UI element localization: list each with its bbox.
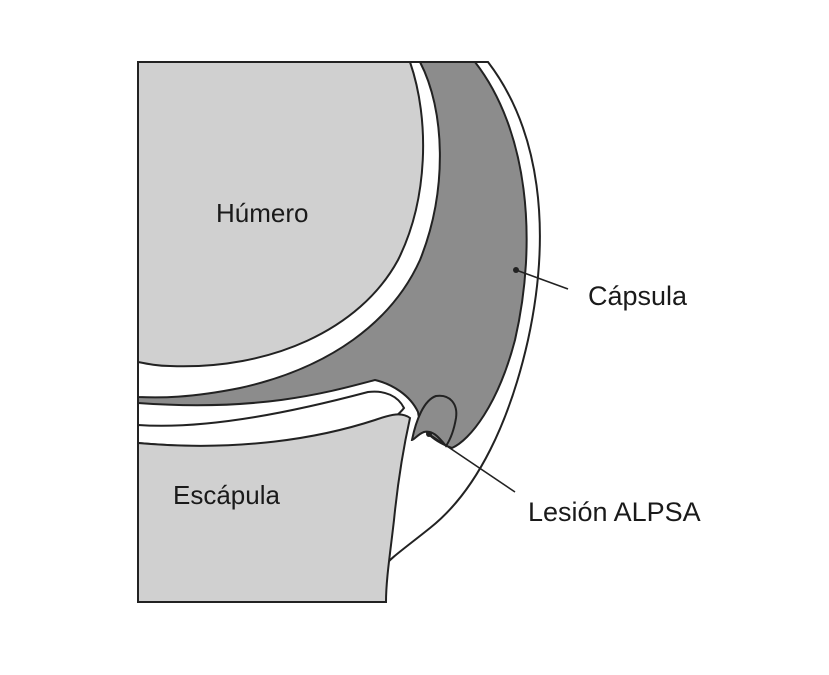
alpsa-lesion-label: Lesión ALPSA	[528, 499, 701, 526]
scapula-label: Escápula	[173, 482, 280, 508]
capsule-label: Cápsula	[588, 283, 687, 310]
capsule-leader-dot	[513, 267, 519, 273]
lesion-leader-dot	[426, 431, 432, 437]
humerus-label: Húmero	[216, 200, 308, 226]
